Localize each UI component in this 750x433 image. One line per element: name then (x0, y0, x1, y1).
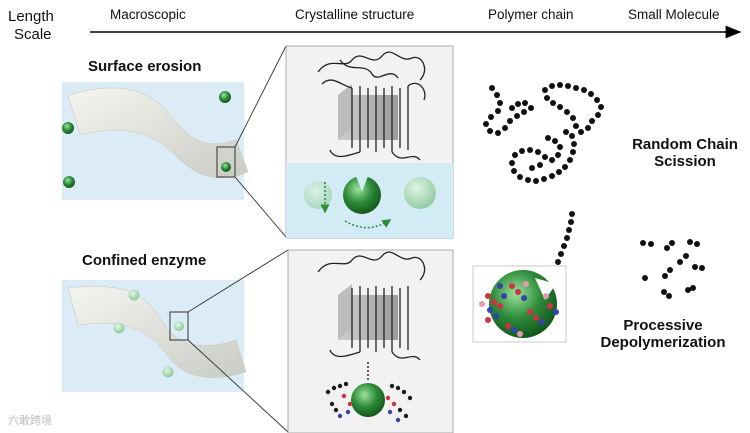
crystal-panel-bottom (287, 249, 454, 433)
polymer-chains (483, 82, 604, 289)
outcome-random-line2: Scission (654, 153, 716, 170)
length-scale-line2: Scale (14, 26, 52, 43)
column-small-molecule: Small Molecule (628, 7, 720, 22)
column-crystalline-structure: Crystalline structure (295, 7, 415, 22)
row-title-confined-enzyme: Confined enzyme (82, 252, 207, 269)
outcome-processive-line1: Processive (623, 317, 703, 334)
outcome-random-chain-scission: Random Chain Scission (626, 136, 744, 170)
film-top (62, 82, 249, 200)
film-bottom (62, 280, 247, 392)
outcome-processive-depolymerization: Processive Depolymerization (592, 317, 734, 351)
length-scale-label: Length Scale (8, 8, 54, 44)
column-macroscopic: Macroscopic (110, 7, 186, 22)
watermark: 六敢跨境 (8, 415, 52, 427)
outcome-processive-line2: Depolymerization (600, 334, 726, 351)
column-polymer-chain: Polymer chain (488, 7, 574, 22)
processive-enzyme-panel (472, 265, 567, 343)
row-title-surface-erosion: Surface erosion (88, 58, 202, 75)
length-scale-line1: Length (8, 8, 54, 25)
small-molecules (640, 239, 705, 299)
outcome-random-line1: Random Chain (632, 136, 738, 153)
crystal-panel-top (285, 45, 454, 239)
